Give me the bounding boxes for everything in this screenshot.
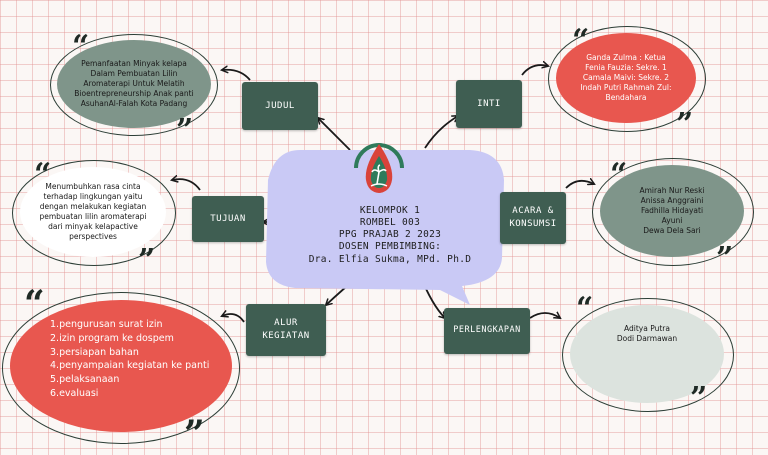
- close-quote-icon: ”: [716, 241, 734, 276]
- label-tujuan: TUJUAN: [192, 196, 264, 242]
- judul-text: Pemanfaatan Minyak kelapa Dalam Pembuata…: [74, 58, 194, 109]
- alur-oval: [10, 300, 232, 432]
- acara-members: Amirah Nur Reski Anissa Anggraini Fadhil…: [616, 172, 728, 250]
- label-inti: INTI: [456, 80, 522, 128]
- inti-oval-ring: [548, 26, 706, 132]
- acara-member-1: Amirah Nur Reski: [639, 185, 705, 195]
- acara-member-4: Ayuni: [661, 216, 683, 226]
- arrow-center-to-inti: [424, 116, 458, 149]
- open-quote-icon: “: [576, 291, 594, 326]
- open-quote-icon: “: [24, 283, 45, 325]
- tujuan-oval-ring: [12, 160, 176, 266]
- center-supervisor-heading: DOSEN PEMBIMBING:: [338, 241, 442, 253]
- center-program: PPG PRAJAB 2 2023: [338, 229, 442, 241]
- inti-members: Ganda Zulma : Ketua Fenia Fauzia: Sekre.…: [574, 40, 678, 116]
- alur-step-1: 1.pengurusan surat izin: [50, 319, 163, 330]
- acara-oval-ring: [592, 158, 754, 266]
- arrow-inti-to-oval: [521, 65, 548, 76]
- arrow-tujuan-to-oval: [172, 179, 201, 191]
- inti-member-3: Camala Maivi: Sekre. 2: [582, 72, 670, 82]
- inti-member-1: Ganda Zulma : Ketua: [586, 52, 666, 62]
- judul-oval-ring: [50, 34, 218, 136]
- label-alur-kegiatan: ALUR KEGIATAN: [246, 304, 326, 356]
- open-quote-icon: “: [72, 29, 90, 64]
- perlengkapan-member-2: Dodi Darmawan: [616, 334, 678, 343]
- arrow-acara-to-oval: [565, 181, 594, 189]
- open-quote-icon: “: [572, 23, 590, 58]
- alur-step-3: 3.persiapan bahan: [50, 346, 139, 358]
- close-quote-icon: ”: [184, 413, 205, 455]
- alur-step-2: 2.izin program ke dospem: [50, 332, 174, 344]
- arrow-judul-to-oval: [222, 70, 251, 81]
- perlengkapan-members: Aditya Putra Dodi Darmawan: [586, 312, 708, 356]
- perlengkapan-member-1: Aditya Putra: [624, 323, 670, 333]
- alur-step-6: 6.evaluasi: [50, 387, 99, 399]
- close-quote-icon: ”: [176, 113, 194, 148]
- center-group-name: KELOMPOK 1: [359, 205, 421, 216]
- tujuan-text: Menumbuhkan rasa cinta terhadap lingkung…: [39, 181, 147, 242]
- perlengkapan-oval-ring: [562, 298, 734, 412]
- acara-oval: [600, 165, 744, 257]
- center-info: KELOMPOK 1 ROMBEL 003 PPG PRAJAB 2 2023 …: [275, 205, 505, 266]
- alur-step-4: 4.penyampaian kegiatan ke panti: [50, 360, 210, 372]
- alur-step-5: 5.pelaksanaan: [50, 374, 120, 386]
- acara-member-3: Fadhilla Hidayati: [640, 205, 704, 215]
- arrow-center-to-judul: [318, 118, 351, 151]
- open-quote-icon: “: [610, 157, 628, 192]
- arrow-alur-to-oval: [222, 314, 245, 323]
- perlengkapan-oval: [570, 305, 724, 403]
- inti-oval: [556, 33, 696, 123]
- close-quote-icon: ”: [676, 107, 694, 142]
- close-quote-icon: ”: [690, 381, 708, 416]
- acara-member-5: Dewa Dela Sari: [643, 226, 701, 236]
- open-quote-icon: “: [34, 157, 52, 192]
- center-supervisor-name: Dra. Elfia Sukma, MPd. Ph.D: [308, 253, 472, 265]
- close-quote-icon: ”: [138, 243, 156, 278]
- alur-steps-list: 1.pengurusan surat izin 2.izin program k…: [50, 318, 240, 401]
- label-acara-konsumsi: ACARA & KONSUMSI: [500, 192, 566, 244]
- arrow-perlengkapan-to-oval: [529, 313, 560, 318]
- acara-member-2: Anissa Anggraini: [640, 195, 704, 205]
- label-perlengkapan: PERLENGKAPAN: [444, 308, 530, 354]
- judul-oval: [57, 40, 211, 128]
- tujuan-oval: [20, 167, 166, 257]
- center-rombel: ROMBEL 003: [359, 217, 421, 229]
- center-bubble: [266, 150, 504, 305]
- inti-member-4: Indah Putri Rahmah Zul: Bendahara: [580, 83, 672, 103]
- label-judul: JUDUL: [242, 82, 318, 130]
- team-logo-icon: [354, 143, 404, 193]
- inti-member-2: Fenia Fauzia: Sekre. 1: [585, 62, 667, 72]
